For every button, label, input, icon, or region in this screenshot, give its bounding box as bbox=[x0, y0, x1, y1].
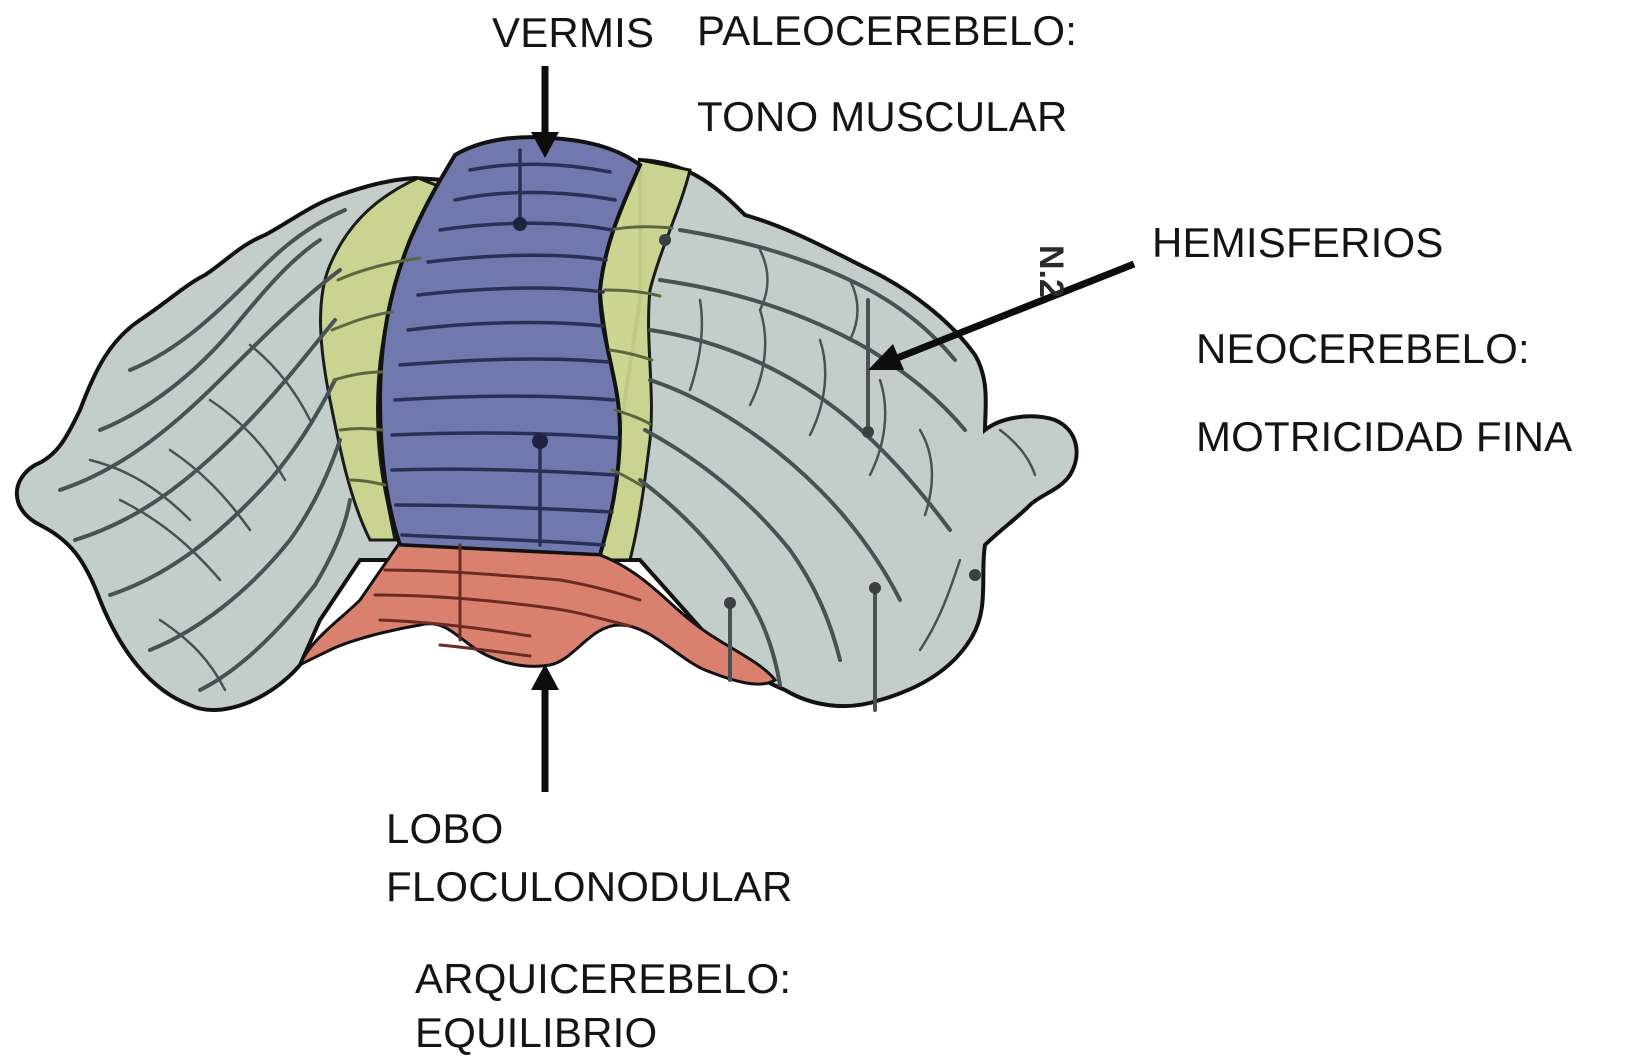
label-floculonodular: FLOCULONODULAR bbox=[386, 866, 793, 908]
lobo-floculonodular-arrow bbox=[531, 664, 559, 792]
label-arquicerebelo: ARQUICEREBELO: bbox=[415, 958, 791, 1000]
label-vermis: VERMIS bbox=[492, 12, 654, 54]
label-lobo: LOBO bbox=[386, 808, 504, 850]
label-motricidad-fina: MOTRICIDAD FINA bbox=[1196, 416, 1572, 458]
label-hemisferios: HEMISFERIOS bbox=[1152, 222, 1444, 264]
label-tono-muscular: TONO MUSCULAR bbox=[697, 96, 1068, 138]
scan-annotation-mark: N.2 bbox=[1032, 245, 1070, 298]
label-neocerebelo: NEOCEREBELO: bbox=[1196, 328, 1530, 370]
label-paleocerebelo: PALEOCEREBELO: bbox=[697, 10, 1077, 52]
label-equilibrio: EQUILIBRIO bbox=[415, 1012, 657, 1054]
